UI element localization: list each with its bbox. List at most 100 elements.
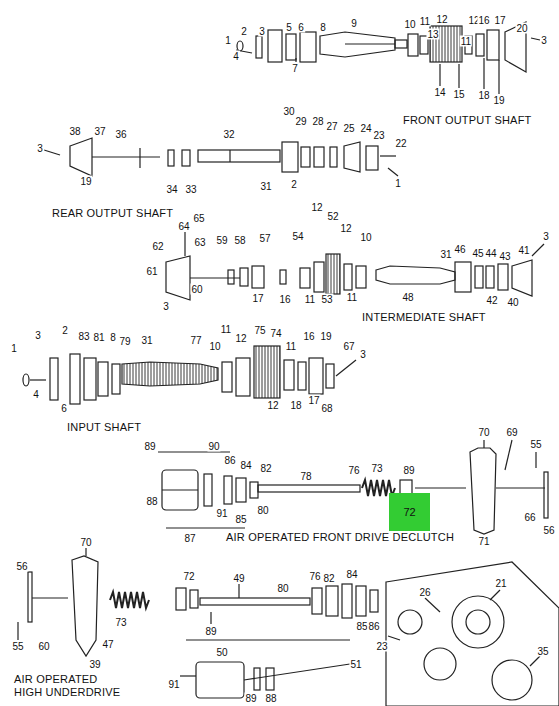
callout-number: 12	[310, 202, 323, 213]
callout-number: 19	[492, 95, 505, 106]
callout-number: 1	[224, 35, 232, 46]
callout-number: 59	[215, 235, 228, 246]
callout-number: 37	[93, 126, 106, 137]
callout-number: 85	[234, 514, 247, 525]
callout-number: 58	[233, 235, 246, 246]
callout-number: 86	[367, 621, 380, 632]
callout-number: 11	[304, 294, 316, 305]
callout-number: 12	[339, 223, 352, 234]
callout-number: 38	[68, 126, 81, 137]
callout-number: 16	[302, 331, 315, 342]
callout-number: 19	[319, 331, 332, 342]
callout-number: 43	[498, 251, 511, 262]
section-title: INTERMEDIATE SHAFT	[362, 311, 486, 324]
callout-number: 3	[34, 330, 42, 341]
section-title: FRONT OUTPUT SHAFT	[403, 114, 531, 127]
callout-number: 35	[536, 646, 549, 657]
callout-number: 40	[506, 297, 519, 308]
callout-number: 27	[325, 121, 338, 132]
callout-number: 74	[269, 328, 282, 339]
callout-number: 12	[234, 333, 247, 344]
callout-number: 60	[190, 284, 203, 295]
callout-number: 70	[79, 537, 92, 548]
callout-number: 17	[493, 15, 506, 26]
callout-number: 89	[244, 693, 257, 704]
callout-number: 3	[36, 143, 44, 154]
callout-number: 18	[477, 90, 490, 101]
callout-number: 80	[256, 505, 269, 516]
callout-number: 13	[426, 29, 439, 40]
callout-number: 52	[326, 211, 339, 222]
callout-number: 31	[439, 249, 452, 260]
callout-number: 84	[345, 569, 358, 580]
callout-number: 16	[278, 294, 291, 305]
callout-number: 9	[350, 18, 358, 29]
callout-number: 11	[419, 16, 431, 27]
callout-number: 76	[308, 571, 321, 582]
callout-number: 62	[151, 241, 164, 252]
callout-number: 16	[477, 15, 490, 26]
callout-number: 68	[320, 403, 333, 414]
callout-number: 90	[207, 441, 220, 452]
callout-number: 56	[15, 561, 28, 572]
callout-number: 70	[477, 427, 490, 438]
callout-number: 3	[359, 349, 367, 360]
callout-number: 20	[515, 23, 528, 34]
callout-number: 17	[307, 395, 320, 406]
callout-number: 91	[215, 508, 228, 519]
section-title: AIR OPERATED FRONT DRIVE DECLUTCH	[226, 531, 454, 544]
callout-number: 15	[452, 89, 465, 100]
callout-number: 91	[167, 679, 180, 690]
callout-number: 49	[232, 573, 245, 584]
callout-number: 10	[208, 341, 221, 352]
front-output-shaft	[236, 22, 540, 94]
callout-number: 26	[418, 587, 431, 598]
callout-number: 2	[240, 26, 248, 37]
callout-number: 69	[505, 427, 518, 438]
callout-number: 29	[294, 116, 307, 127]
callout-number: 36	[114, 129, 127, 140]
callout-number: 31	[259, 181, 272, 192]
callout-number: 81	[92, 332, 105, 343]
callout-number: 89	[143, 441, 156, 452]
callout-number: 88	[264, 693, 277, 704]
callout-number: 54	[291, 231, 304, 242]
callout-number: 12	[435, 14, 448, 25]
callout-number: 11	[220, 324, 232, 335]
callout-number: 67	[342, 341, 355, 352]
section-title: INPUT SHAFT	[67, 421, 141, 434]
callout-number: 73	[370, 463, 383, 474]
section-title: REAR OUTPUT SHAFT	[52, 207, 173, 220]
callout-number: 34	[165, 184, 178, 195]
callout-number: 82	[259, 463, 272, 474]
callout-number: 10	[359, 232, 372, 243]
callout-number: 66	[523, 512, 536, 523]
callout-number: 32	[222, 129, 235, 140]
callout-number: 5	[285, 22, 293, 33]
callout-number: 11	[460, 36, 472, 47]
callout-number: 63	[193, 237, 206, 248]
callout-number: 86	[223, 455, 236, 466]
callout-number: 39	[88, 659, 101, 670]
callout-number: 17	[251, 293, 264, 304]
callout-number: 46	[453, 244, 466, 255]
callout-number: 87	[183, 533, 196, 544]
front-drive-declutch	[158, 440, 548, 534]
callout-number: 31	[140, 335, 153, 346]
callout-number: 51	[349, 659, 362, 670]
callout-number: 7	[291, 63, 299, 74]
callout-number: 4	[32, 389, 40, 400]
callout-number: 55	[529, 439, 542, 450]
rear-output-shaft	[44, 138, 398, 176]
callout-number: 64	[177, 221, 190, 232]
callout-number: 3	[540, 35, 548, 46]
callout-number: 47	[101, 639, 114, 650]
callout-number: 84	[239, 460, 252, 471]
callout-number: 50	[215, 647, 228, 658]
callout-number: 82	[322, 573, 335, 584]
callout-number: 22	[394, 138, 407, 149]
highlight-box: 72	[389, 493, 430, 531]
callout-number: 23	[375, 641, 388, 652]
transfer-case-illustration	[386, 562, 559, 706]
callout-number: 19	[79, 176, 92, 187]
